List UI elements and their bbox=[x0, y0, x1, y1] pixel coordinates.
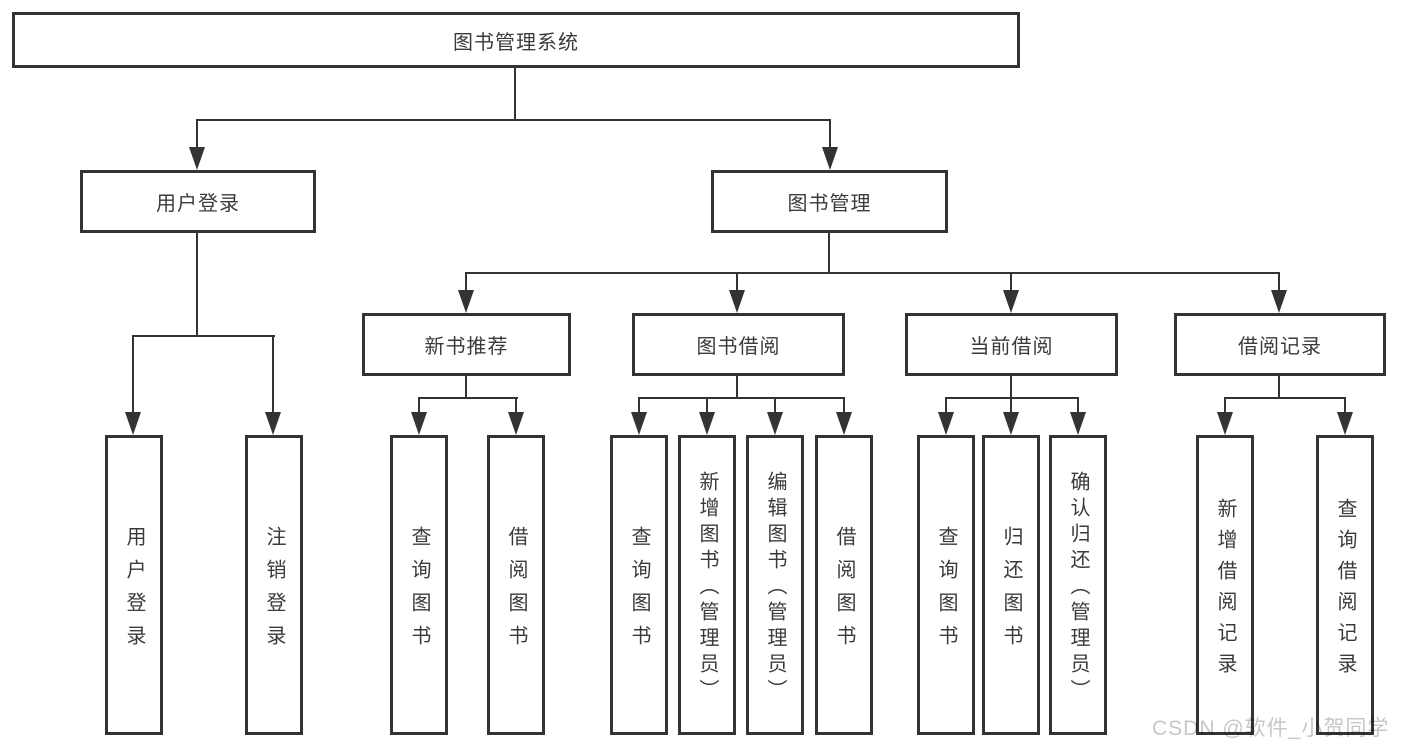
connector-line bbox=[418, 397, 420, 413]
arrow-down-icon bbox=[1003, 412, 1019, 435]
node-label: 新书推荐 bbox=[424, 336, 509, 358]
csdn-watermark: CSDN @软件_小贺同学 bbox=[1152, 717, 1390, 740]
arrow-down-icon bbox=[189, 147, 205, 170]
leaf-borrow-books: 借阅图书 bbox=[815, 435, 873, 735]
connector-line bbox=[638, 397, 640, 413]
leaf-logout: 注销登录 bbox=[245, 435, 303, 735]
connector-line bbox=[829, 119, 831, 148]
leaf-label: 查询图书 bbox=[935, 525, 957, 658]
leaf-label: 借阅图书 bbox=[505, 525, 527, 658]
arrow-down-icon bbox=[1337, 412, 1353, 435]
node-label: 当前借阅 bbox=[969, 336, 1054, 358]
leaf-label: 注销登录 bbox=[263, 525, 285, 658]
arrow-down-icon bbox=[699, 412, 715, 435]
connector-line bbox=[196, 119, 198, 148]
connector-line bbox=[272, 335, 274, 413]
leaf-query-books: 查询图书 bbox=[610, 435, 668, 735]
arrow-down-icon bbox=[458, 290, 474, 313]
leaf-add-books-admin: 新增图书（管理员） bbox=[678, 435, 736, 735]
node-user-login: 用户登录 bbox=[80, 170, 316, 233]
connector-line bbox=[1278, 272, 1280, 292]
leaf-label: 用户登录 bbox=[123, 525, 145, 658]
connector-line bbox=[1224, 397, 1226, 413]
connector-line bbox=[828, 233, 830, 274]
connector-line bbox=[736, 376, 738, 399]
arrow-down-icon bbox=[508, 412, 524, 435]
node-current-borrow: 当前借阅 bbox=[905, 313, 1118, 376]
leaf-label: 查询借阅记录 bbox=[1334, 497, 1356, 684]
arrow-down-icon bbox=[729, 290, 745, 313]
leaf-query-borrow-record: 查询借阅记录 bbox=[1316, 435, 1374, 735]
leaf-label: 查询图书 bbox=[408, 525, 430, 658]
connector-line bbox=[514, 68, 516, 121]
node-book-management: 图书管理 bbox=[711, 170, 948, 233]
leaf-add-borrow-record: 新增借阅记录 bbox=[1196, 435, 1254, 735]
node-label: 图书借阅 bbox=[696, 336, 781, 358]
leaf-label: 归还图书 bbox=[1000, 525, 1022, 658]
arrow-down-icon bbox=[1271, 290, 1287, 313]
connector-line bbox=[1077, 397, 1079, 413]
connector-line bbox=[465, 272, 1280, 274]
node-library-management-system: 图书管理系统 bbox=[12, 12, 1020, 68]
connector-line bbox=[1224, 397, 1346, 399]
connector-line bbox=[515, 397, 517, 413]
leaf-user-login: 用户登录 bbox=[105, 435, 163, 735]
connector-line bbox=[1344, 397, 1346, 413]
connector-line bbox=[465, 376, 467, 399]
connector-line bbox=[843, 397, 845, 413]
node-new-book-recommend: 新书推荐 bbox=[362, 313, 571, 376]
node-label: 用户登录 bbox=[156, 193, 240, 215]
connector-line bbox=[1010, 272, 1012, 292]
leaf-query-books: 查询图书 bbox=[917, 435, 975, 735]
arrow-down-icon bbox=[631, 412, 647, 435]
node-borrow-records: 借阅记录 bbox=[1174, 313, 1386, 376]
leaf-return-books: 归还图书 bbox=[982, 435, 1040, 735]
connector-line bbox=[1010, 376, 1012, 399]
leaf-confirm-return-admin: 确认归还（管理员） bbox=[1049, 435, 1107, 735]
leaf-edit-books-admin: 编辑图书（管理员） bbox=[746, 435, 804, 735]
arrow-down-icon bbox=[767, 412, 783, 435]
connector-line bbox=[945, 397, 947, 413]
arrow-down-icon bbox=[1070, 412, 1086, 435]
connector-line bbox=[196, 119, 831, 121]
arrow-down-icon bbox=[1217, 412, 1233, 435]
connector-line bbox=[736, 272, 738, 292]
arrow-down-icon bbox=[411, 412, 427, 435]
connector-line bbox=[945, 397, 1079, 399]
connector-line bbox=[196, 233, 198, 337]
arrow-down-icon bbox=[836, 412, 852, 435]
connector-line bbox=[132, 335, 134, 413]
arrow-down-icon bbox=[938, 412, 954, 435]
leaf-borrow-books: 借阅图书 bbox=[487, 435, 545, 735]
leaf-label: 查询图书 bbox=[628, 525, 650, 658]
connector-line bbox=[774, 397, 776, 413]
connector-line bbox=[418, 397, 518, 399]
connector-line bbox=[638, 397, 845, 399]
connector-line bbox=[1010, 397, 1012, 413]
arrow-down-icon bbox=[265, 412, 281, 435]
connector-line bbox=[465, 272, 467, 292]
connector-line bbox=[132, 335, 275, 337]
connector-line bbox=[706, 397, 708, 413]
node-book-borrow: 图书借阅 bbox=[632, 313, 845, 376]
node-label: 图书管理 bbox=[787, 193, 872, 215]
arrow-down-icon bbox=[125, 412, 141, 435]
node-label: 图书管理系统 bbox=[453, 31, 579, 54]
leaf-label: 新增借阅记录 bbox=[1214, 497, 1236, 684]
arrow-down-icon bbox=[1003, 290, 1019, 313]
node-label: 借阅记录 bbox=[1238, 336, 1322, 358]
arrow-down-icon bbox=[822, 147, 838, 170]
leaf-label: 编辑图书（管理员） bbox=[764, 471, 786, 705]
leaf-query-books: 查询图书 bbox=[390, 435, 448, 735]
leaf-label: 借阅图书 bbox=[833, 525, 855, 658]
leaf-label: 新增图书（管理员） bbox=[696, 471, 718, 705]
leaf-label: 确认归还（管理员） bbox=[1067, 471, 1089, 705]
connector-line bbox=[1278, 376, 1280, 399]
